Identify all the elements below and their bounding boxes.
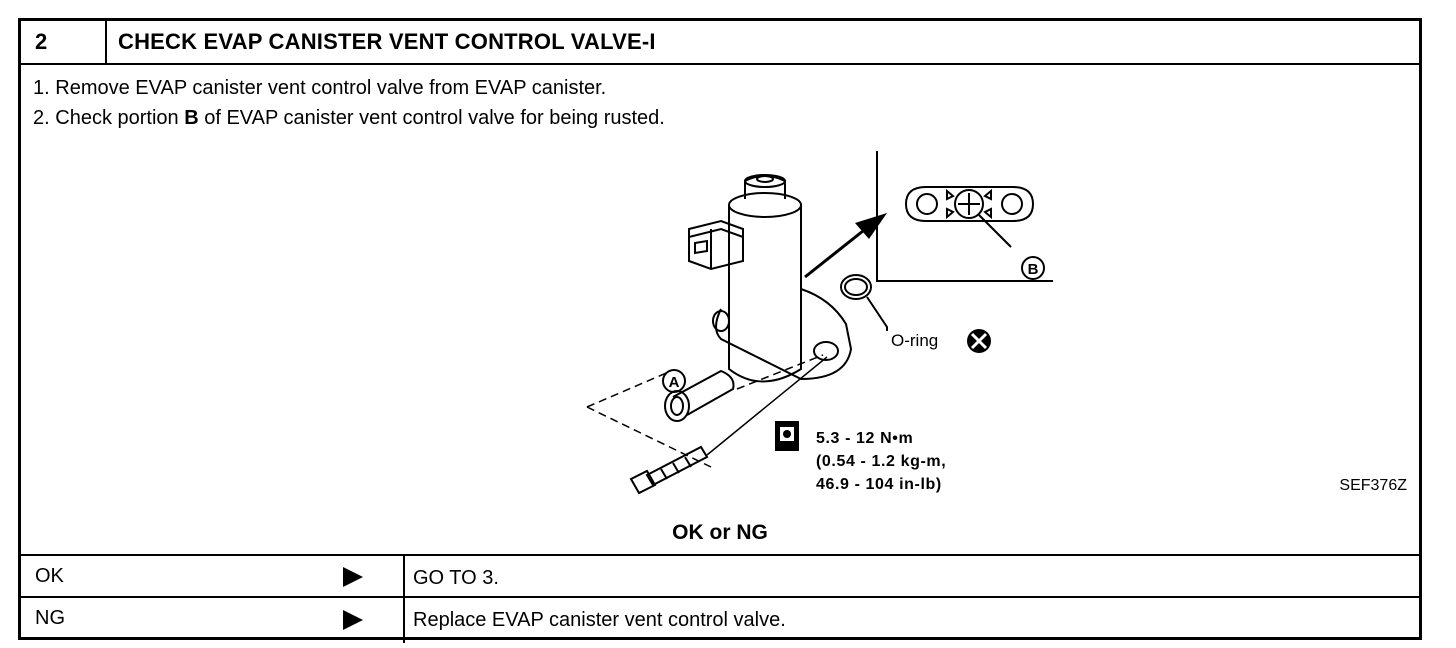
arrow-icon [343, 567, 363, 587]
instruction-text: of EVAP canister vent control valve for … [198, 107, 665, 129]
flange-detail [904, 186, 1035, 222]
instruction-text: Check portion [55, 107, 185, 129]
portion-label: B [184, 107, 199, 129]
arrow-icon [343, 610, 363, 630]
result-key-ok: OK [35, 565, 64, 587]
torque-line: (0.54 - 1.2 kg-m, [816, 453, 947, 470]
instruction-number: 1. [33, 77, 50, 99]
label-b: B [1028, 261, 1039, 278]
valve-illustration: A B O-ring [586, 151, 1053, 495]
results-column-divider [403, 554, 405, 643]
result-action-ng: Replace EVAP canister vent control valve… [413, 609, 786, 631]
row-divider [21, 596, 1419, 598]
torque-line: 46.9 - 104 in-lb) [816, 476, 942, 493]
instruction-text: Remove EVAP canister vent control valve … [55, 77, 607, 99]
instruction-number: 2. [33, 107, 50, 129]
label-a: A [669, 374, 680, 391]
step-number: 2 [35, 29, 48, 54]
results-rule [21, 554, 1419, 556]
step-title: CHECK EVAP CANISTER VENT CONTROL VALVE-I [118, 29, 656, 54]
result-key-ng: NG [35, 607, 65, 629]
torque-line: 5.3 - 12 N•m [816, 430, 914, 447]
procedure-table: 2 CHECK EVAP CANISTER VENT CONTROL VALVE… [18, 18, 1422, 643]
instruction-1: 1. Remove EVAP canister vent control val… [33, 77, 606, 100]
result-action-ok: GO TO 3. [413, 567, 499, 589]
result-title: OK or NG [672, 521, 768, 544]
figure-code: SEF376Z [1339, 477, 1407, 494]
header-divider [105, 21, 107, 63]
oring-label: O-ring [891, 331, 938, 350]
torque-spec: 5.3 - 12 N•m (0.54 - 1.2 kg-m, 46.9 - 10… [816, 427, 946, 496]
instruction-2: 2. Check portion B of EVAP canister vent… [33, 107, 665, 130]
header-rule [21, 63, 1419, 65]
inset-frame [876, 151, 1053, 282]
